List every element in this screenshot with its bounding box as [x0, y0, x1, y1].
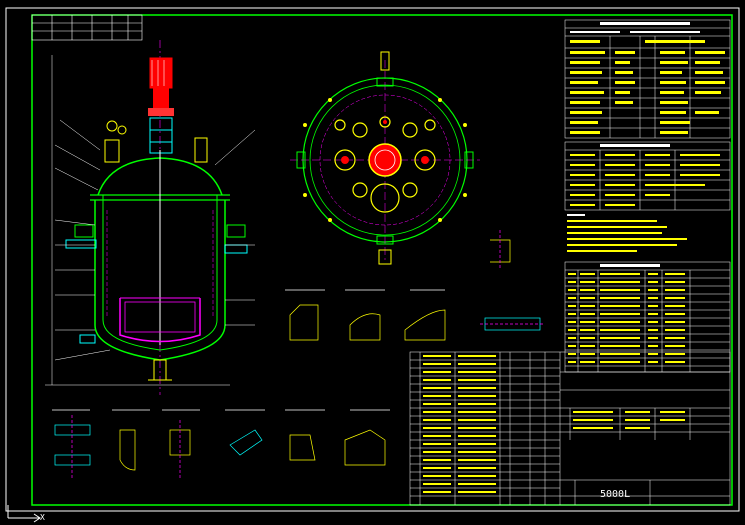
design-spec-fill [570, 144, 720, 206]
design-spec-table [564, 141, 731, 211]
tech-data-table [564, 19, 731, 139]
vessel-volume-label: 5000L [600, 489, 631, 500]
nozzle-table [564, 261, 731, 373]
vessel-plan-view [290, 51, 480, 265]
drawing-frame [31, 14, 733, 506]
bill-of-materials [409, 351, 731, 506]
tech-data-header [570, 22, 700, 33]
vessel-elevation [45, 40, 256, 395]
weld-details-row [285, 230, 545, 341]
motor-body [149, 57, 173, 89]
ucs-arrow-icon [7, 505, 41, 523]
bom-fill [423, 355, 685, 493]
nozzle-table-fill [568, 264, 685, 363]
notes-block [567, 214, 687, 252]
tech-data-fill [570, 40, 725, 134]
bottom-details-row [52, 409, 390, 480]
ucs-x-label: X [40, 513, 45, 522]
revision-table [31, 14, 143, 41]
outer-border [5, 7, 740, 512]
